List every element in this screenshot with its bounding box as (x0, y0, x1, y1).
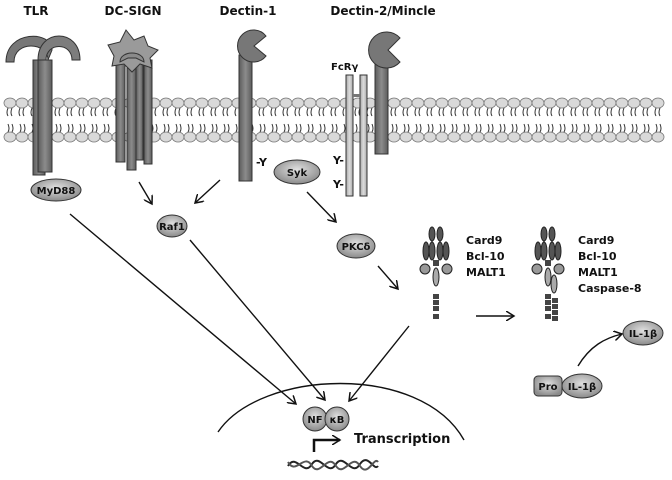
complex2-bcl10: Bcl-10 (578, 250, 617, 263)
svg-text:Pro: Pro (538, 382, 557, 393)
dectin-1-motif: -Y (256, 156, 268, 169)
arrow-pro-il1b (577, 334, 622, 367)
tlr-receptor (5, 35, 81, 176)
svg-text:Raf1: Raf1 (159, 222, 185, 233)
pro-il1b: Pro IL-1β (533, 373, 603, 399)
plasma-membrane (3, 97, 665, 143)
svg-text:IL-1β: IL-1β (568, 382, 596, 393)
il1b-node: IL-1β (622, 320, 664, 346)
fcr-motif-1: Y- (332, 154, 344, 167)
raf1-node: Raf1 (156, 214, 188, 238)
arrow-dectin1-raf1 (195, 179, 221, 203)
arrow-dcsign-raf1 (138, 181, 152, 204)
svg-text:NF: NF (307, 415, 322, 426)
label-fcr-gamma: FcRγ (331, 62, 358, 73)
transcription-label: Transcription (354, 432, 450, 447)
svg-text:κB: κB (330, 415, 345, 426)
svg-text:PKCδ: PKCδ (342, 242, 371, 253)
arrow-pkcd-complex (377, 265, 398, 289)
dc-sign-receptor (107, 29, 159, 171)
label-tlr: TLR (23, 4, 48, 18)
svg-text:Syk: Syk (287, 168, 308, 179)
complex2-card9: Card9 (578, 234, 614, 247)
arrow-myd88-nfkb (69, 213, 296, 404)
svg-text:MyD88: MyD88 (37, 186, 76, 197)
complex2-caspase8: Caspase-8 (578, 282, 642, 295)
nucleus-membrane (217, 382, 465, 441)
transcription-start-arrow (312, 440, 340, 452)
pkc-delta-node: PKCδ (336, 233, 376, 259)
dectin-1-receptor (237, 29, 267, 182)
complex1-card9: Card9 (466, 234, 502, 247)
complex2-malt1: MALT1 (578, 266, 618, 279)
myd88-node: MyD88 (30, 178, 82, 202)
syk-node: Syk (273, 159, 321, 185)
svg-text:IL-1β: IL-1β (629, 329, 657, 340)
arrow-syk-pkcd (306, 191, 336, 222)
cbm-complex (419, 226, 453, 319)
label-dc-sign: DC-SIGN (104, 4, 161, 18)
arrow-complex-nfkb (349, 325, 410, 401)
complex1-bcl10: Bcl-10 (466, 250, 505, 263)
fcr-gamma (345, 74, 368, 197)
dectin-2-receptor (368, 31, 401, 155)
cbm-caspase8-complex (531, 226, 565, 321)
arrows (69, 179, 622, 404)
arrow-raf1-nfkb (189, 239, 325, 400)
label-dectin-2-mincle: Dectin-2/Mincle (330, 4, 435, 18)
complex1-malt1: MALT1 (466, 266, 506, 279)
dna-helix (287, 459, 379, 471)
nfkb-node: NF κB (302, 406, 350, 432)
label-dectin-1: Dectin-1 (220, 4, 277, 18)
fcr-motif-2: Y- (332, 178, 344, 191)
